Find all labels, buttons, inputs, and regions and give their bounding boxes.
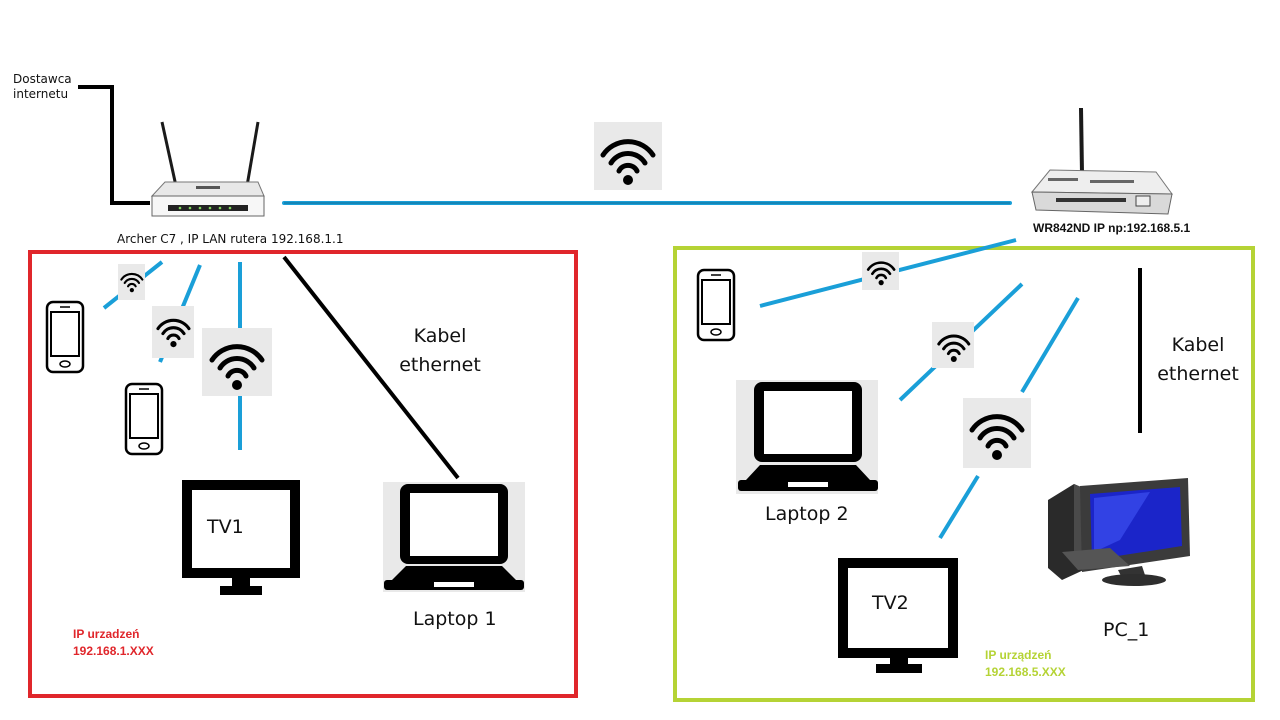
router-main-label: Archer C7 , IP LAN rutera 192.168.1.1 [117,232,344,246]
laptop2-label: Laptop 2 [765,503,849,525]
pc1-label: PC_1 [1103,619,1150,641]
phone-icon-left-1 [45,300,85,374]
ip-range-right: IP urządzeń 192.168.5.XXX [985,648,1066,679]
router-second-label: WR842ND IP np:192.168.5.1 [1033,221,1191,235]
laptop1-label: Laptop 1 [413,608,497,630]
router-main-icon [150,121,265,217]
tv-icon-1 [182,480,300,595]
ethernet-label-left: Kabel ethernet [399,325,481,376]
ethernet-cable-left [282,255,460,480]
phone-icon-left-2 [124,382,164,456]
ethernet-label-right: Kabel ethernet [1157,334,1239,385]
internet-provider-label: Dostawca internetu [13,72,72,101]
zone-right-border [673,246,1255,702]
tv2-label: TV2 [872,592,909,614]
router-second-icon [1030,107,1173,215]
zone-left-border [28,250,578,698]
laptop-icon-1 [383,482,525,592]
ip-range-left: IP urzadzeń 192.168.1.XXX [73,627,154,658]
tv1-label: TV1 [207,516,244,538]
laptop-icon-2 [736,380,878,494]
tv-icon-2 [838,558,958,673]
internet-cable [78,85,150,205]
phone-icon-right [696,268,736,342]
pc-icon [1048,478,1190,586]
